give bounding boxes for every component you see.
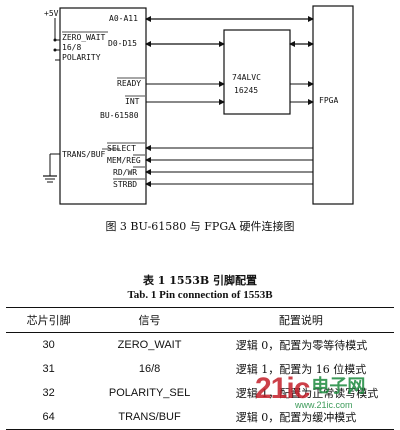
row-signal: ZERO_WAIT bbox=[117, 339, 182, 351]
connection-diagram: +5V ZERO_WAIT 16/8 POLARITY BU-61580 TRA… bbox=[43, 5, 354, 205]
row-config: 逻辑 1，配置为正常读写模式 bbox=[235, 387, 379, 400]
row-pin: 30 bbox=[42, 339, 55, 351]
buffer-line1: 74ALVC bbox=[232, 73, 261, 82]
power-label: +5V bbox=[44, 9, 59, 18]
row-signal: TRANS/BUF bbox=[91, 405, 208, 430]
pin-rd-wr: RD/WR bbox=[113, 168, 137, 177]
pin-ready: READY bbox=[117, 79, 141, 88]
row-signal: POLARITY_SEL bbox=[108, 387, 191, 399]
pin-16-8: 16/8 bbox=[62, 43, 81, 52]
fpga-label: FPGA bbox=[319, 96, 338, 105]
header-pin: 芯片引脚 bbox=[6, 307, 92, 333]
buffer-line2: 16245 bbox=[234, 86, 258, 95]
figure-caption: 图 3 BU-61580 与 FPGA 硬件连接图 bbox=[105, 220, 295, 233]
row-config: 逻辑 0，配置为零等待模式 bbox=[235, 339, 368, 352]
buffer-chip bbox=[223, 29, 291, 115]
pin-trans-buf: TRANS/BUF bbox=[62, 150, 106, 159]
bu61580-chip bbox=[59, 7, 147, 205]
table-title: 表 1 1553B 引脚配置 bbox=[142, 274, 258, 287]
pin-addr: A0-A11 bbox=[109, 14, 138, 23]
pin-mem-reg: MEM/REG bbox=[107, 156, 141, 165]
watermark-url: www.21ic.com bbox=[295, 400, 353, 410]
table-row: 30 ZERO_WAIT 逻辑 0，配置为零等待模式 bbox=[6, 333, 394, 358]
pin-strbd: STRBD bbox=[113, 180, 137, 189]
row-config: 逻辑 1，配置为 16 位模式 bbox=[235, 363, 367, 376]
table-row: 64 TRANS/BUF 逻辑 0，配置为缓冲模式 bbox=[6, 405, 394, 430]
row-pin: 31 bbox=[42, 363, 55, 375]
table-row: 31 16/8 逻辑 1，配置为 16 位模式 bbox=[6, 357, 394, 381]
watermark-brand: 21ic bbox=[255, 372, 310, 405]
header-config: 配置说明 bbox=[207, 307, 394, 333]
row-pin: 64 bbox=[6, 405, 92, 430]
table-subtitle: Tab. 1 Pin connection of 1553B bbox=[127, 289, 273, 301]
pin-table: 芯片引脚 信号 配置说明 30 ZERO_WAIT 逻辑 0，配置为零等待模式 … bbox=[6, 307, 394, 430]
pin-zero-wait: ZERO_WAIT bbox=[62, 33, 106, 42]
pin-data: D0-D15 bbox=[108, 39, 137, 48]
fpga-block bbox=[312, 5, 354, 205]
table-row: 32 POLARITY_SEL 逻辑 1，配置为正常读写模式 bbox=[6, 381, 394, 405]
row-config: 逻辑 0，配置为缓冲模式 bbox=[207, 405, 394, 430]
pin-polarity: POLARITY bbox=[62, 53, 101, 62]
pin-int: INT bbox=[125, 97, 140, 106]
row-pin: 32 bbox=[42, 387, 55, 399]
pin-select: SELECT bbox=[107, 144, 136, 153]
row-signal: 16/8 bbox=[138, 363, 161, 375]
watermark-cn: 电子网 bbox=[311, 376, 366, 396]
table-header-row: 芯片引脚 信号 配置说明 bbox=[6, 307, 394, 333]
header-signal: 信号 bbox=[91, 307, 208, 333]
chip-name: BU-61580 bbox=[100, 111, 139, 120]
